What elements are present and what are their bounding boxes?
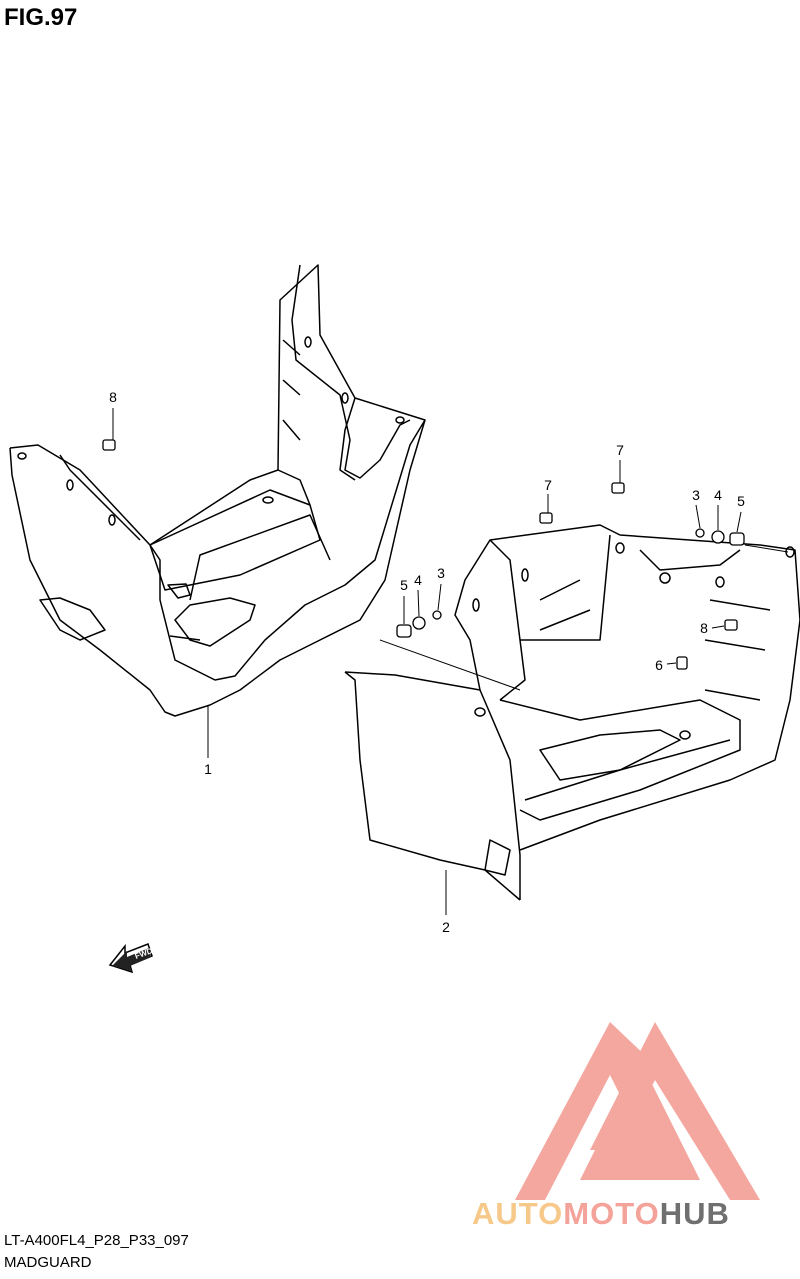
watermark-text: AUTOMOTOHUB [472,1196,730,1232]
watermark-auto: AUTO [472,1196,564,1231]
callout-right-4: 4 [714,487,722,503]
bolt-r3 [695,528,705,538]
callout-left-4: 4 [414,572,422,588]
screw-left-8 [102,439,116,451]
diagram-name: MADGUARD [4,1254,92,1271]
callout-right-8: 8 [700,620,708,636]
callout-part-1: 1 [204,761,212,777]
callout-right-5: 5 [737,493,745,509]
bolt-r6 [676,656,688,670]
nut-r5 [729,532,745,546]
watermark-hub: HUB [659,1196,730,1231]
fwd-arrow-icon: FWD [108,943,154,974]
washer-r4 [711,530,725,544]
diagram-code: LT-A400FL4_P28_P33_097 [4,1232,189,1249]
washer-l4 [412,616,426,630]
leader-lines [112,408,789,915]
watermark-moto: MOTO [563,1196,660,1231]
bolt-l3 [432,610,442,620]
callout-left-8: 8 [109,389,117,405]
callout-right-7b: 7 [616,442,624,458]
nut-l5 [396,624,412,638]
madguard-left [9,264,426,717]
callout-left-3: 3 [437,565,445,581]
screw-right-7a [539,512,553,524]
callout-right-7a: 7 [544,477,552,493]
screw-r8 [724,619,738,631]
madguard-right [344,524,800,901]
fasteners [102,439,745,670]
callout-part-2: 2 [442,919,450,935]
callout-right-3: 3 [692,487,700,503]
screw-right-7b [611,482,625,494]
figure-title: FIG.97 [4,4,78,31]
watermark-logo [515,1022,760,1200]
callout-left-5: 5 [400,577,408,593]
callout-right-6: 6 [655,657,663,673]
